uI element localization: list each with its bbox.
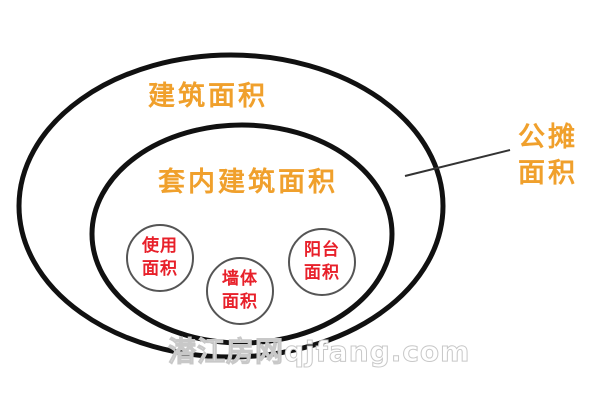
shared-area-label-line2: 面积 xyxy=(518,158,578,189)
building-area-label: 建筑面积 xyxy=(148,81,268,112)
shared-area-label-line1: 公摊 xyxy=(518,122,578,153)
building-area-ellipse xyxy=(16,52,446,360)
use-area-label-line2: 面积 xyxy=(142,259,178,279)
use-area-circle xyxy=(126,224,194,292)
balcony-area-label-line1: 阳台 xyxy=(304,240,340,260)
balcony-area-label-line2: 面积 xyxy=(304,263,340,283)
shared-area-label: 公摊 面积 xyxy=(518,120,578,192)
shared-area-pointer xyxy=(404,149,511,177)
use-area-label: 使用 面积 xyxy=(130,235,190,281)
wall-area-label-line1: 墙体 xyxy=(222,269,258,289)
use-area-label-line1: 使用 xyxy=(142,236,178,256)
balcony-area-label: 阳台 面积 xyxy=(292,239,352,285)
balcony-area-circle xyxy=(288,228,356,296)
wall-area-label: 墙体 面积 xyxy=(210,268,270,314)
wall-area-circle xyxy=(206,257,274,325)
inner-area-label: 套内建筑面积 xyxy=(158,167,338,198)
inner-area-ellipse xyxy=(89,122,395,346)
watermark: 潜江房网qjfang.com xyxy=(167,335,471,369)
wall-area-label-line2: 面积 xyxy=(222,292,258,312)
